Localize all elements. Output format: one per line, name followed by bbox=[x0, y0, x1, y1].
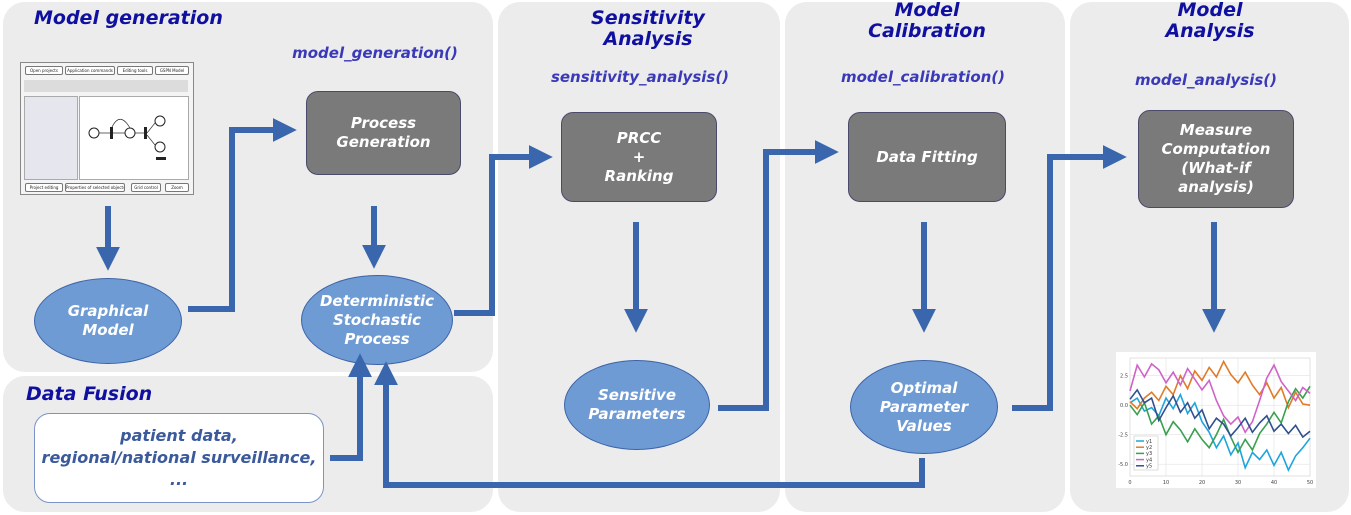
arrow-optimal-feedback-to-process bbox=[374, 361, 925, 488]
legend-label-y4: y4 bbox=[1146, 457, 1152, 463]
screenshot-toolbar bbox=[24, 80, 188, 92]
arrow-sensitive-to-data-fitting bbox=[718, 140, 839, 411]
series-line-y1 bbox=[1129, 392, 1311, 473]
series-line-y2 bbox=[1129, 359, 1311, 410]
series-line-y5 bbox=[1129, 388, 1311, 439]
node-measure-computation: Measure Computation (What-if analysis) bbox=[1138, 110, 1294, 208]
screenshot-button-editing-tools: Editing tools bbox=[117, 66, 153, 75]
arrow-graphical-to-process-generation bbox=[188, 118, 297, 312]
function-model-calibration: model_calibration() bbox=[840, 68, 1006, 86]
screenshot-button-open-projects: Open projects bbox=[25, 66, 63, 75]
legend-label-y1: y1 bbox=[1146, 439, 1152, 445]
series-line-y4 bbox=[1129, 362, 1311, 434]
x-tick-label: 20 bbox=[1199, 480, 1205, 486]
node-process-generation: Process Generation bbox=[306, 91, 461, 175]
node-optimal-parameter-values: Optimal Parameter Values bbox=[850, 360, 998, 454]
node-deterministic-stochastic-process: Deterministic Stochastic Process bbox=[301, 275, 453, 365]
y-tick-label: 0.0 bbox=[1120, 403, 1128, 409]
x-tick-label: 10 bbox=[1163, 480, 1169, 486]
title-data-fusion: Data Fusion bbox=[26, 383, 153, 405]
x-tick-label: 40 bbox=[1271, 480, 1277, 486]
screenshot-button-gspn-model: GSPN Model bbox=[155, 66, 189, 75]
title-sensitivity-analysis: Sensitivity Analysis bbox=[591, 7, 705, 50]
legend-label-y2: y2 bbox=[1146, 445, 1152, 451]
screenshot-canvas bbox=[79, 96, 189, 180]
screenshot-button-application-commands: Application commands bbox=[65, 66, 115, 75]
arrow-process-to-prcc bbox=[454, 145, 553, 316]
y-tick-label: -2.5 bbox=[1118, 433, 1128, 439]
arrow-optimal-to-measure bbox=[1012, 145, 1127, 411]
title-model-generation: Model generation bbox=[34, 7, 223, 29]
x-tick-label: 50 bbox=[1307, 480, 1313, 486]
screenshot-button-zoom: Zoom bbox=[165, 183, 189, 192]
node-prcc-ranking: PRCC + Ranking bbox=[561, 112, 717, 202]
x-tick-label: 30 bbox=[1235, 480, 1241, 486]
node-graphical-model: Graphical Model bbox=[34, 278, 182, 364]
arrow-data-note-to-process bbox=[330, 353, 372, 461]
y-tick-label: -5.0 bbox=[1118, 462, 1128, 468]
function-sensitivity-analysis: sensitivity_analysis() bbox=[550, 68, 730, 86]
title-model-calibration: Model Calibration bbox=[868, 0, 986, 42]
editor-screenshot: Open projects Application commands Editi… bbox=[20, 62, 194, 195]
screenshot-button-project-editing: Project editing bbox=[25, 183, 63, 192]
node-sensitive-parameters: Sensitive Parameters bbox=[564, 360, 710, 450]
node-data-fitting: Data Fitting bbox=[848, 112, 1006, 202]
legend-label-y5: y5 bbox=[1146, 464, 1152, 470]
petri-net-sketch bbox=[88, 115, 166, 160]
function-model-generation: model_generation() bbox=[292, 44, 458, 62]
x-tick-label: 0 bbox=[1128, 480, 1131, 486]
screenshot-side-panel bbox=[24, 96, 78, 180]
data-sources-note: patient data, regional/national surveill… bbox=[34, 413, 324, 503]
function-model-analysis: model_analysis() bbox=[1134, 71, 1278, 89]
title-model-analysis: Model Analysis bbox=[1165, 0, 1255, 42]
screenshot-button-properties: Properties of selected objects bbox=[65, 183, 125, 192]
screenshot-button-grid-control: Grid control bbox=[131, 183, 161, 192]
y-tick-label: 2.5 bbox=[1120, 374, 1128, 380]
legend-label-y3: y3 bbox=[1146, 451, 1152, 457]
